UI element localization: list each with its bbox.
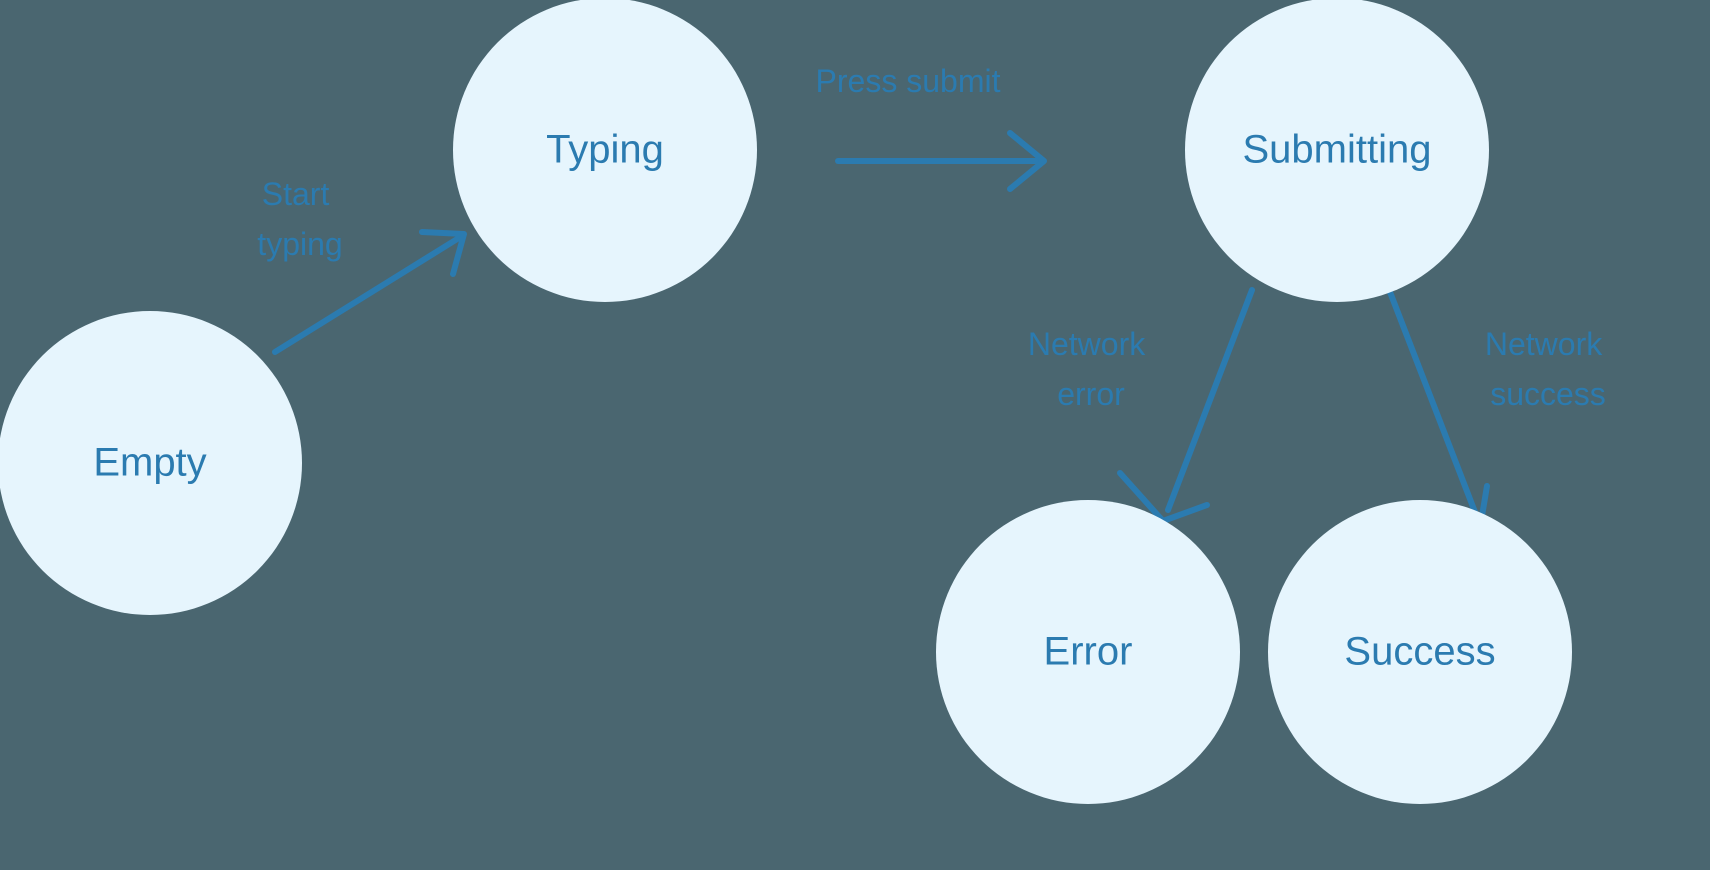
edge-line-submitting-to-error [1165,287,1255,513]
node-empty[interactable]: Empty [0,311,302,615]
edge-typing-to-submitting [835,130,1047,192]
node-circle-typing[interactable] [453,0,757,302]
edge-label-line: Network [1485,326,1603,362]
node-submitting[interactable]: Submitting [1185,0,1489,302]
edge-label-line: Press submit [816,63,1001,99]
edge-line-empty-to-typing [272,233,465,355]
node-circle-empty[interactable] [0,311,302,615]
svg-text:Press submit: Press submit [816,63,1001,99]
node-typing[interactable]: Typing [453,0,757,302]
node-label-error: Error [1044,630,1133,674]
edge-label-line: success [1490,376,1606,412]
node-label-empty: Empty [93,441,206,485]
svg-text:Start typing: Start typing [257,176,342,262]
arrowhead-typing-to-submitting [1007,130,1047,192]
edge-label-line: error [1057,376,1125,412]
edge-line-submitting-to-success [1387,289,1478,515]
svg-text:Network success: Network success [1485,326,1611,412]
edge-submitting-to-success [1387,289,1490,531]
edge-label-empty-to-typing: Start typing [257,176,342,262]
edge-submitting-to-error [1117,287,1255,524]
node-error[interactable]: Error [936,500,1240,804]
node-label-submitting: Submitting [1243,128,1432,172]
node-circle-success[interactable] [1268,500,1572,804]
node-label-typing: Typing [546,128,664,172]
node-label-success: Success [1344,630,1495,674]
edge-label-line: typing [257,226,342,262]
node-circle-error[interactable] [936,500,1240,804]
arrowhead-empty-to-typing [419,229,467,277]
node-success[interactable]: Success [1268,500,1572,804]
node-circle-submitting[interactable] [1185,0,1489,302]
svg-text:Network error: Network error [1028,326,1154,412]
edge-empty-to-typing [272,229,467,355]
edge-label-submitting-to-success: Network success [1485,326,1611,412]
edge-label-line: Start [262,176,330,212]
edge-label-line: Network [1028,326,1146,362]
edge-label-typing-to-submitting: Press submit [816,63,1001,99]
edge-label-submitting-to-error: Network error [1028,326,1154,412]
